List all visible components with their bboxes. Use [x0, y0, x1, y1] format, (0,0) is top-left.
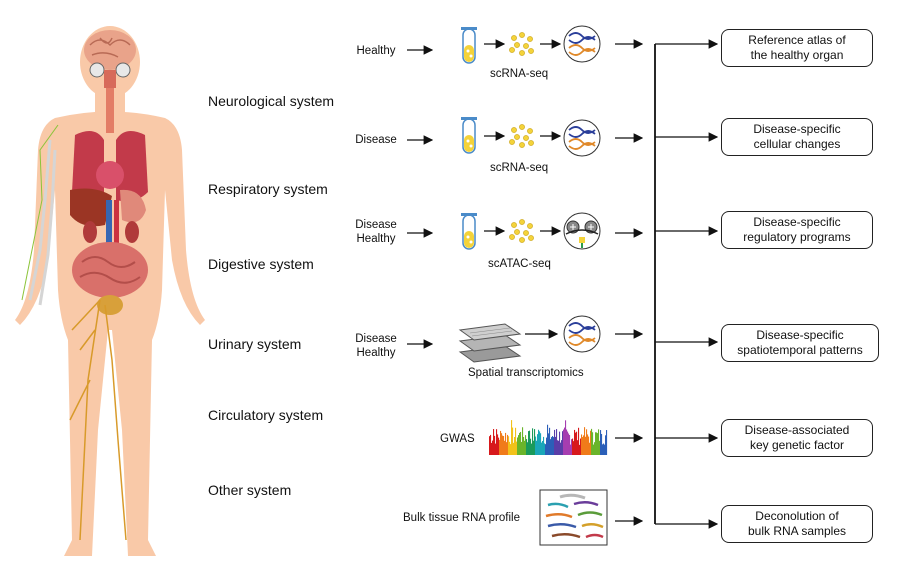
- chromatin-circle-icon: [563, 212, 601, 250]
- system-label: Digestive system: [208, 256, 314, 272]
- output-text: spatiotemporal patterns: [737, 343, 863, 357]
- output-text: the healthy organ: [750, 48, 844, 62]
- manhattan-plot-icon: [489, 420, 608, 455]
- output-text: Reference atlas of: [748, 33, 846, 47]
- method-label: Bulk tissue RNA profile: [403, 512, 520, 524]
- method-label: GWAS: [440, 433, 475, 445]
- human-anatomy: [15, 26, 205, 556]
- test-tube-icon: [460, 116, 478, 154]
- cells-icon: [509, 32, 534, 56]
- dna-circle-icon: [563, 25, 601, 63]
- condition-label: Disease: [355, 134, 397, 146]
- test-tube-icon: [460, 26, 478, 64]
- condition-label: Disease: [355, 333, 397, 345]
- method-label: Spatial transcriptomics: [468, 367, 584, 379]
- output-text: Disease-associated: [744, 423, 850, 437]
- method-label: scATAC-seq: [488, 258, 551, 270]
- method-label: scRNA-seq: [490, 68, 549, 80]
- output-text: Disease-specific: [756, 328, 844, 342]
- system-label: Urinary system: [208, 336, 302, 352]
- tissue-slides-icon: [458, 323, 522, 363]
- system-label: Circulatory system: [208, 407, 324, 423]
- dna-circle-icon: [563, 315, 601, 353]
- output-text: Disease-specific: [753, 215, 841, 229]
- condition-label: Healthy: [356, 45, 396, 57]
- method-label: scRNA-seq: [490, 162, 549, 174]
- condition-label: Healthy: [356, 233, 396, 245]
- cells-icon: [509, 124, 534, 148]
- system-label: Other system: [208, 482, 292, 498]
- output-text: Disease-specific: [753, 122, 841, 136]
- system-label: Neurological system: [208, 93, 335, 109]
- system-label: Respiratory system: [208, 181, 328, 197]
- output-text: regulatory programs: [743, 230, 851, 244]
- output-text: key genetic factor: [749, 438, 845, 452]
- output-text: cellular changes: [753, 137, 841, 151]
- output-text: Deconolution of: [755, 509, 839, 523]
- dna-circle-icon: [563, 119, 601, 157]
- condition-label: Healthy: [356, 347, 396, 359]
- output-text: bulk RNA samples: [747, 524, 847, 538]
- gene-profile-icon: [539, 489, 608, 546]
- test-tube-icon: [460, 212, 478, 250]
- cells-icon: [509, 219, 534, 243]
- condition-label: Disease: [355, 219, 397, 231]
- brain-icon: [84, 30, 136, 88]
